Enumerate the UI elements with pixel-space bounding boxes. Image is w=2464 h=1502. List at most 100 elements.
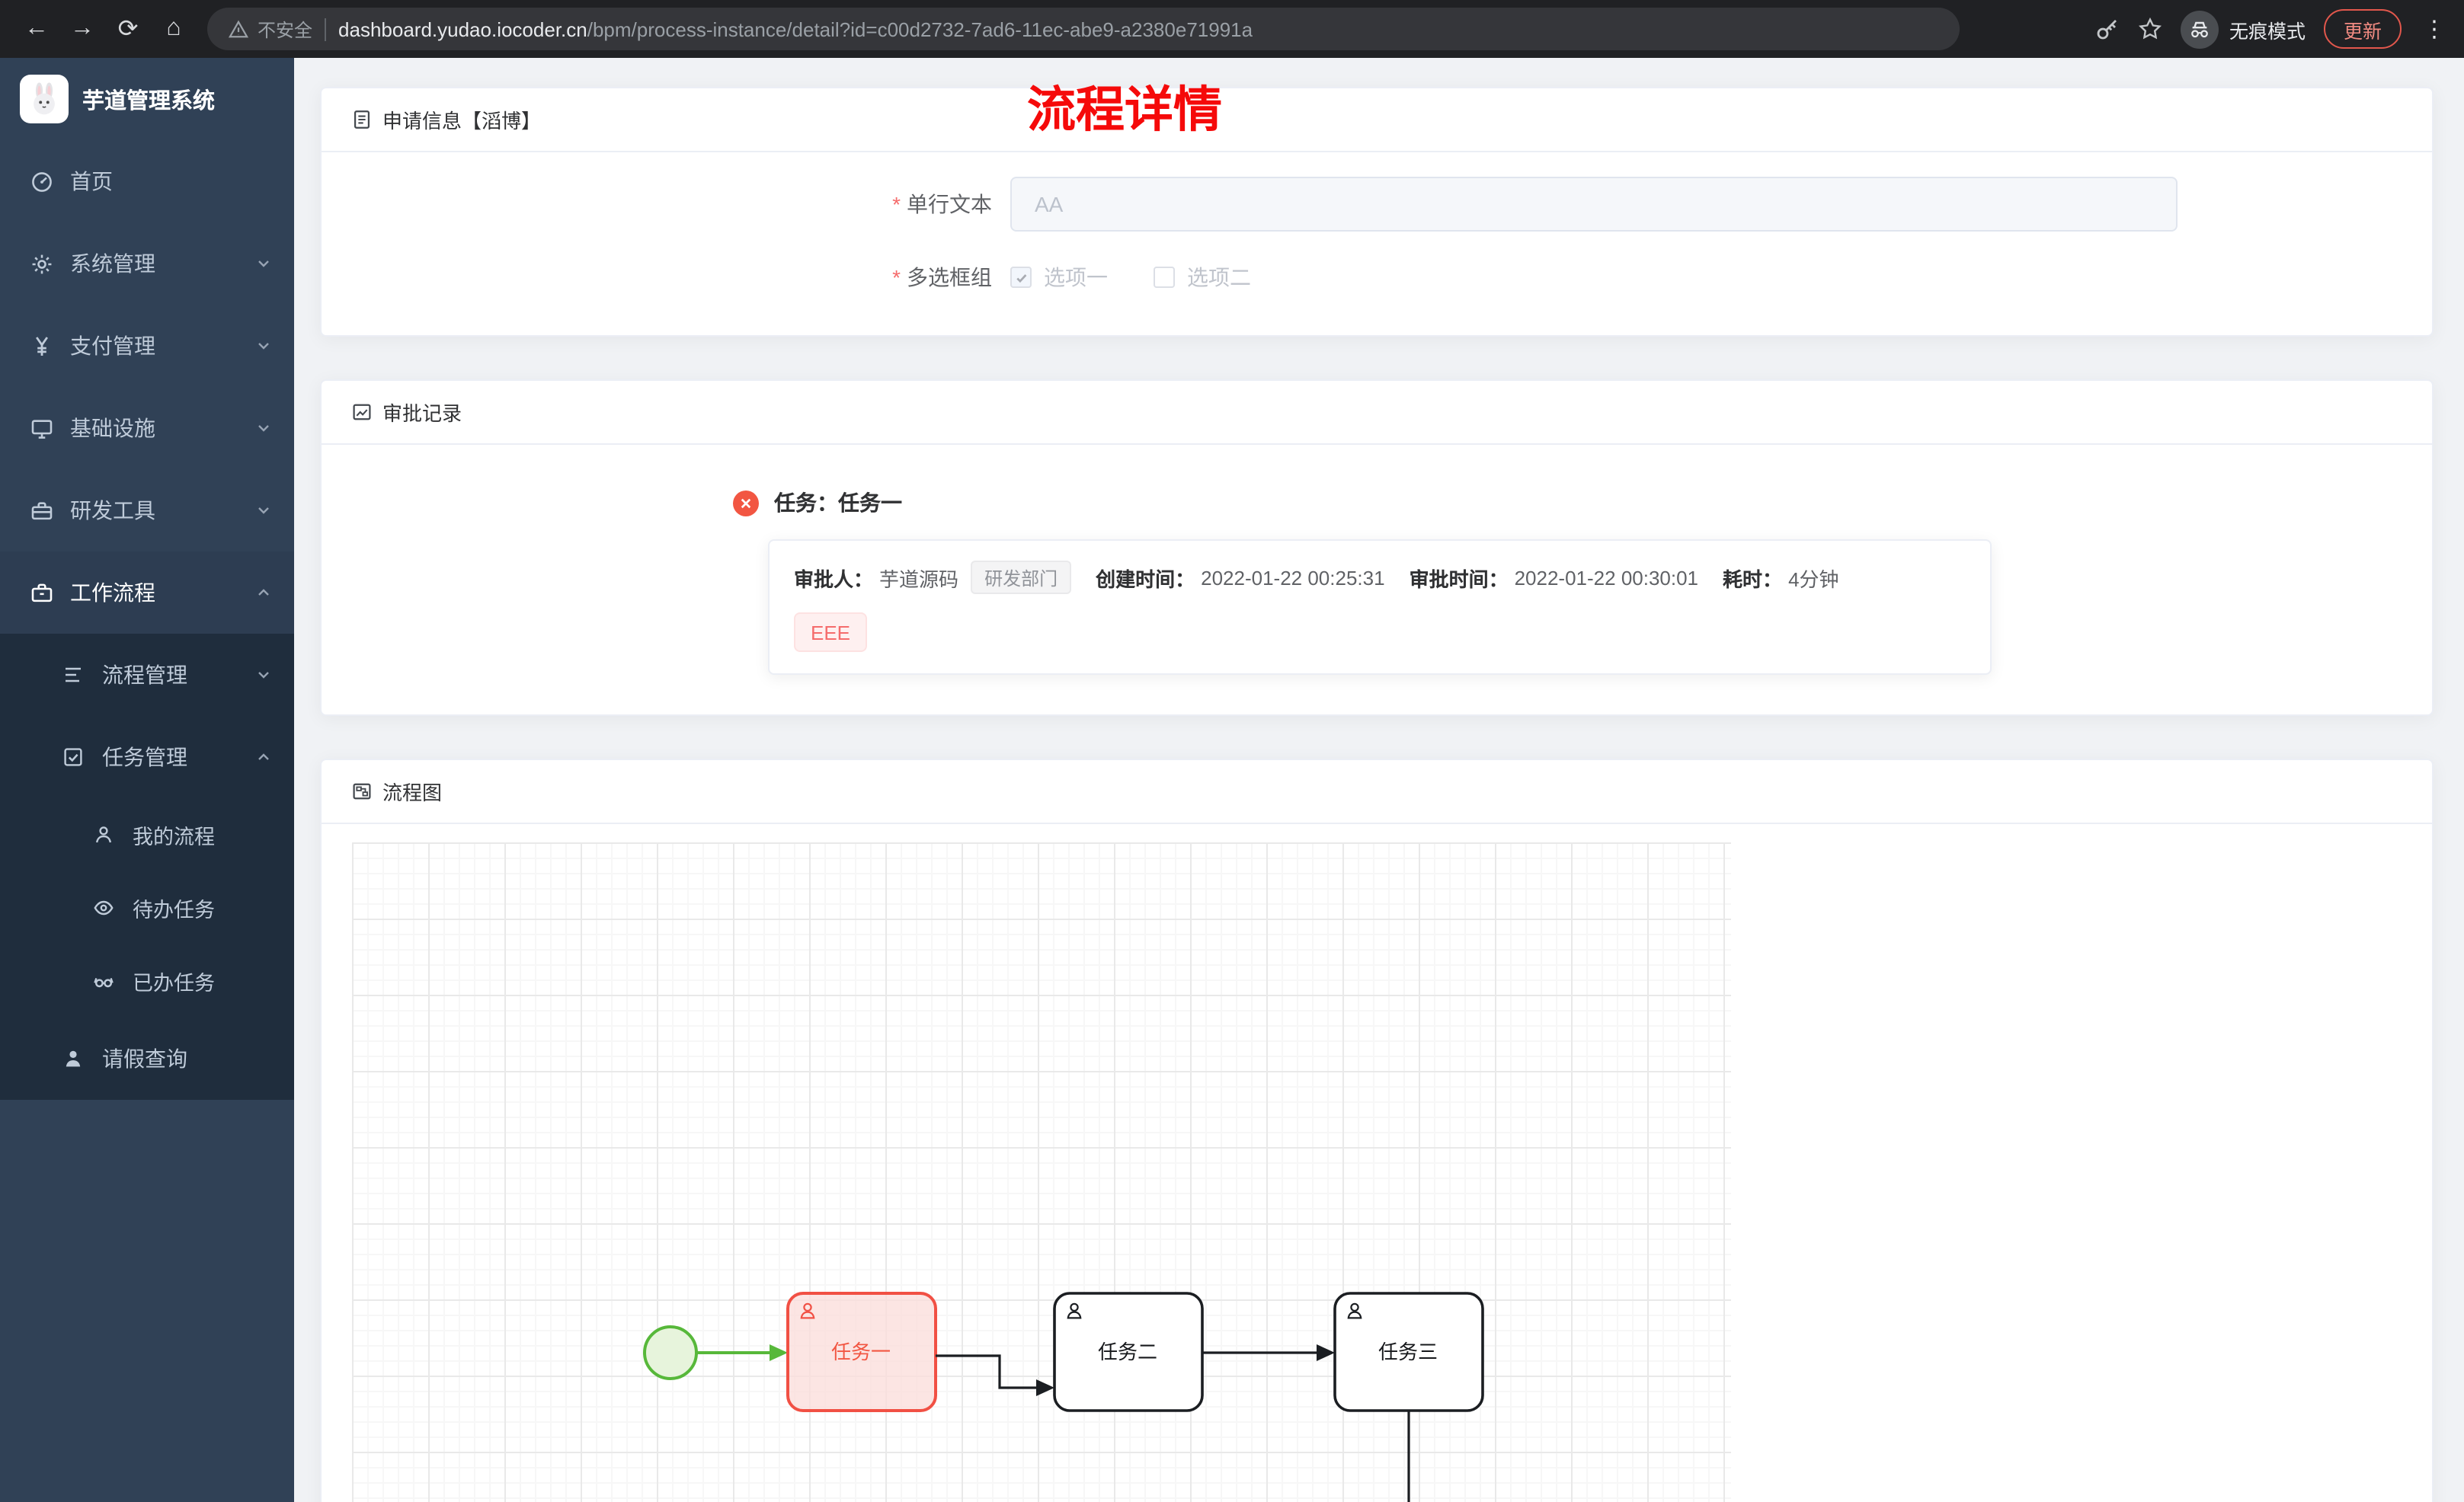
bookmark-star-icon[interactable] xyxy=(2138,17,2162,41)
form-row-checkbox: *多选框组 选项一 选项二 xyxy=(352,262,2402,292)
error-status-icon xyxy=(733,490,759,516)
dept-tag: 研发部门 xyxy=(971,561,1072,594)
process-diagram-card: 流程图 xyxy=(320,759,2434,1502)
bpmn-task-1[interactable]: 任务一 xyxy=(786,1292,937,1412)
url-text: dashboard.yudao.iocoder.cn/bpm/process-i… xyxy=(338,18,1253,40)
app-logo-row[interactable]: 芋道管理系统 xyxy=(0,58,294,140)
url-domain: dashboard.yudao.iocoder.cn xyxy=(338,18,587,40)
incognito-indicator[interactable]: 无痕模式 xyxy=(2180,10,2306,48)
sidebar-item-leave-query[interactable]: 请假查询 xyxy=(0,1018,294,1100)
monitor-icon xyxy=(29,416,53,440)
app-title: 芋道管理系统 xyxy=(82,89,215,113)
sidebar-item-process-mgmt[interactable]: 流程管理 xyxy=(0,634,294,716)
checkbox-unchecked-icon xyxy=(1154,267,1175,288)
url-path: /bpm/process-instance/detail?id=c00d2732… xyxy=(587,18,1253,40)
sidebar-item-label: 支付管理 xyxy=(70,334,155,358)
sidebar-item-home[interactable]: 首页 xyxy=(0,140,294,222)
browser-chrome: ← → ⟳ ⌂ 不安全 dashboard.yudao.iocoder.cn/b… xyxy=(0,0,2464,58)
approver-name: 芋道源码 xyxy=(879,567,959,590)
approval-reason-tag: EEE xyxy=(794,612,868,652)
chevron-up-icon xyxy=(254,583,273,602)
checkbox-label: 选项一 xyxy=(1044,265,1108,289)
browser-menu-icon[interactable]: ⋮ xyxy=(2423,17,2446,43)
bpmn-flow-task1-task2 xyxy=(936,1354,1054,1396)
process-diagram-card-header: 流程图 xyxy=(322,760,2432,824)
sidebar-item-payment[interactable]: 支付管理 xyxy=(0,305,294,387)
reload-icon[interactable]: ⟳ xyxy=(117,17,139,43)
back-icon[interactable]: ← xyxy=(24,15,49,41)
sidebar-item-done-tasks[interactable]: 已办任务 xyxy=(0,944,294,1018)
field-label: *多选框组 xyxy=(892,265,992,289)
chevron-down-icon xyxy=(254,337,273,355)
dashboard-icon xyxy=(29,169,53,193)
forward-icon[interactable]: → xyxy=(70,15,94,41)
bpmn-task-3[interactable]: 任务三 xyxy=(1333,1292,1484,1412)
timeline-item: 任务：任务一 xyxy=(733,487,2402,518)
chevron-down-icon xyxy=(254,666,273,684)
incognito-label: 无痕模式 xyxy=(2229,21,2306,42)
bpmn-start-event[interactable] xyxy=(643,1325,698,1380)
approved-label: 审批时间： xyxy=(1409,567,1509,590)
address-bar[interactable]: 不安全 dashboard.yudao.iocoder.cn/bpm/proce… xyxy=(207,8,1960,50)
sidebar-item-label: 待办任务 xyxy=(133,899,215,922)
approved-pair: 审批时间： 2022-01-22 00:30:01 xyxy=(1410,563,1698,592)
bpmn-flow-start-task1 xyxy=(696,1344,788,1361)
sidebar-item-infra[interactable]: 基础设施 xyxy=(0,387,294,469)
sidebar-item-label: 首页 xyxy=(70,169,113,193)
single-line-text-input xyxy=(1010,177,2178,232)
sidebar-item-workflow[interactable]: 工作流程 xyxy=(0,551,294,634)
sidebar-item-label: 我的流程 xyxy=(133,826,215,848)
diagram-icon xyxy=(352,781,372,801)
checkbox-option-2: 选项二 xyxy=(1154,262,1251,292)
sidebar-item-label: 请假查询 xyxy=(102,1047,187,1071)
sidebar-item-label: 基础设施 xyxy=(70,416,155,440)
eye-icon xyxy=(91,896,116,920)
chevron-down-icon xyxy=(254,254,273,273)
incognito-icon xyxy=(2180,10,2219,48)
sidebar-item-system[interactable]: 系统管理 xyxy=(0,222,294,305)
approval-record-card-header: 审批记录 xyxy=(322,381,2432,445)
duration-pair: 耗时： 4分钟 xyxy=(1723,563,1839,592)
sidebar-item-devtools[interactable]: 研发工具 xyxy=(0,469,294,551)
omnibox-divider xyxy=(325,18,327,40)
approval-record-card-title: 审批记录 xyxy=(382,402,462,425)
not-secure-icon xyxy=(229,19,248,37)
document-icon xyxy=(352,110,372,129)
person-icon xyxy=(61,1047,85,1071)
duration-value: 4分钟 xyxy=(1788,567,1839,590)
list-tree-icon xyxy=(61,663,85,687)
sidebar-item-task-mgmt[interactable]: 任务管理 xyxy=(0,716,294,798)
record-icon xyxy=(352,402,372,422)
bpmn-task-2[interactable]: 任务二 xyxy=(1053,1292,1204,1412)
task-node-label: 任务二 xyxy=(1098,1341,1157,1363)
security-label: 不安全 xyxy=(258,19,313,40)
sidebar-item-my-process[interactable]: 我的流程 xyxy=(0,798,294,871)
approver-label: 审批人： xyxy=(794,567,874,590)
created-label: 创建时间： xyxy=(1096,567,1195,590)
main-content: 流程详情 申请信息【滔博】 *单行文本 *多选框组 xyxy=(294,58,2464,1502)
gear-icon xyxy=(29,251,53,276)
approved-time: 2022-01-22 00:30:01 xyxy=(1514,566,1699,589)
browser-update-button[interactable]: 更新 xyxy=(2323,9,2402,49)
bpmn-canvas[interactable]: 任务一 xyxy=(352,842,1731,1502)
briefcase-icon xyxy=(29,580,53,605)
chevron-up-icon xyxy=(254,748,273,766)
home-icon[interactable]: ⌂ xyxy=(166,15,181,41)
task-node-label: 任务一 xyxy=(831,1341,891,1363)
sidebar: 芋道管理系统 首页 系统管理 支付管理 基础设施 xyxy=(0,58,294,1502)
sidebar-item-label: 已办任务 xyxy=(133,972,215,995)
duration-label: 耗时： xyxy=(1723,567,1783,590)
user-monitor-icon xyxy=(91,823,116,847)
apply-info-card-header: 申请信息【滔博】 xyxy=(322,88,2432,152)
required-mark: * xyxy=(892,265,901,289)
sidebar-item-todo-tasks[interactable]: 待办任务 xyxy=(0,871,294,944)
created-pair: 创建时间： 2022-01-22 00:25:31 xyxy=(1096,563,1384,592)
checkbox-label: 选项二 xyxy=(1187,265,1251,289)
toolbox-icon xyxy=(29,498,53,523)
field-label: *单行文本 xyxy=(892,192,992,216)
yen-icon xyxy=(29,334,53,358)
key-icon[interactable] xyxy=(2095,17,2120,41)
approval-record-card: 审批记录 任务：任务一 审批人： 芋道源码 研发部门 xyxy=(320,379,2434,716)
task-node-label: 任务三 xyxy=(1378,1341,1438,1363)
